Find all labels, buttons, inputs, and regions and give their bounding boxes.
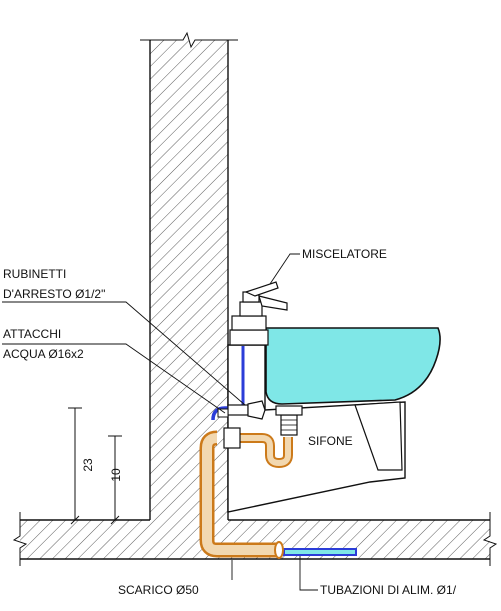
floor-break-left — [12, 512, 28, 566]
drain-wall-coupling — [223, 427, 241, 449]
dimension-23: 23 — [81, 458, 95, 472]
label-shutoff-valves-1: RUBINETTI — [3, 267, 66, 281]
supply-floor-trench — [283, 548, 357, 556]
wall-break-line — [140, 31, 238, 49]
leader-lines — [2, 253, 318, 591]
floor-break-right — [482, 512, 498, 566]
bidet-body — [227, 344, 406, 513]
drain-main-inner — [202, 433, 278, 555]
basin-rim — [229, 329, 269, 346]
shutoff-valve-icon — [217, 400, 266, 420]
mixer-base-plate — [231, 315, 267, 331]
mixer-icon — [239, 281, 288, 317]
siphon-trap-inner — [232, 435, 291, 467]
label-water-fittings-1: ATTACCHI — [3, 327, 61, 341]
dimension-10: 10 — [109, 468, 123, 482]
label-drain: SCARICO Ø50 — [118, 583, 199, 597]
dimension-lines — [68, 407, 122, 525]
bidet-pedestal-wing — [354, 401, 403, 471]
label-water-fittings-2: ACQUA Ø16x2 — [3, 347, 84, 361]
drain-end-cap — [274, 541, 284, 559]
label-shutoff-valves-2: D'ARRESTO Ø1/2" — [3, 287, 105, 301]
label-supply-pipes: TUBAZIONI DI ALIM. Ø1/ — [320, 583, 457, 597]
basin-water — [265, 327, 441, 405]
supply-elbow — [211, 406, 235, 421]
label-mixer: MISCELATORE — [302, 247, 387, 261]
bidet-fixture — [227, 315, 441, 513]
label-siphon: SIFONE — [308, 434, 353, 448]
drain-pipes — [199, 405, 303, 559]
